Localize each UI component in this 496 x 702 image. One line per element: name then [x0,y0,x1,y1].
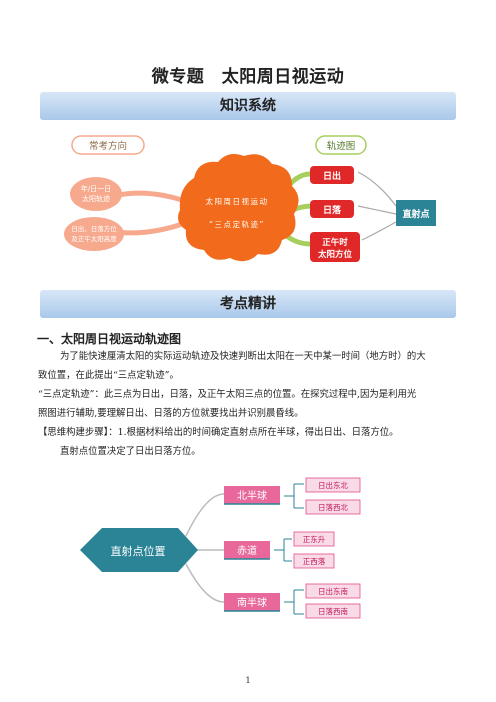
para1-line2: 致位置，在此提出“三点定轨迹”。 [38,370,179,381]
connector-left-bottom [115,219,189,236]
page-number: 1 [245,676,251,685]
subsolar-label: 直射点 [402,208,429,220]
para2-line2: 照图进行辅助,要理解日出、日落的方位就要找出并识别晨昏线。 [38,408,304,419]
para4: 直射点位置决定了日出日落方位。 [60,446,201,457]
left-header: 常考方向 [89,140,127,152]
right-item-noon-line1: 正午时 [322,237,348,248]
section-heading: 一、太阳周日视运动轨迹图 [37,332,182,346]
left-item-2-line2: 及正午太阳高度 [71,234,117,243]
center-line2: “三点定轨迹” [209,219,265,229]
right-header: 轨迹图 [327,140,356,152]
leaf-south-2-box [305,603,361,619]
section-banner-points: 考点精讲 [40,290,456,318]
branch-north-box [224,486,280,504]
connector-subsolar [357,171,397,241]
page-title: 微专题 太阳周日视运动 [151,67,345,87]
section-banner-knowledge: 知识系统 [40,92,456,120]
right-item-sunrise: 日出 [323,170,341,182]
leaf-south-1: 日出东南 [318,586,348,596]
leaf-equator-2: 正西落 [303,556,326,566]
tree-root-box [80,528,198,572]
center-bubble [178,154,299,262]
subsolar-tree-diagram: 直射点位置 北半球 赤道 南半球 日出东北 日落西北 正东升 正西落 日出东南 … [80,477,361,619]
right-item-sunset-box [310,200,354,218]
bracket-equator [274,538,292,562]
left-item-1-line1: 年/日一日 [81,184,111,193]
branch-south: 南半球 [237,596,267,609]
right-item-sunset: 日落 [323,204,342,216]
tree-curve-north [185,493,225,537]
branch-south-box [224,593,280,611]
knowledge-mindmap: 常考方向 轨迹图 年/日一日 太阳轨迹 日出、日落方位 及正午太阳高度 太阳周日… [64,135,436,262]
leaf-north-1: 日出东北 [318,480,348,490]
bracket-north [284,483,304,509]
left-header-box [71,135,145,155]
left-item-1-line2: 太阳轨迹 [82,194,110,203]
left-item-2-line1: 日出、日落方位 [71,224,117,233]
leaf-north-2-box [305,499,361,515]
right-item-sunrise-box [310,166,354,184]
bracket-south [284,589,304,615]
subsolar-box [396,200,436,226]
leaf-north-2: 日落西北 [318,502,348,512]
leaf-equator-1: 正东升 [303,534,326,544]
para2-line1: “三点定轨迹”：此三点为日出，日落，及正午太阳三点的位置。在探究过程中,因为是利… [38,389,417,400]
branch-equator-box [224,541,270,559]
tree-curve-south [185,563,225,603]
tree-root: 直射点位置 [111,544,166,558]
leaf-equator-1-box [293,531,335,547]
leaf-south-2: 日落西南 [318,606,348,616]
leaf-north-1-box [305,477,361,493]
connector-left-top [113,190,189,205]
leaf-equator-2-box [293,553,335,569]
branch-equator: 赤道 [237,544,257,557]
para3: 【思维构建步骤】：1.根据材料给出的时间确定直射点所在半球，得出日出、日落方位。 [38,427,399,438]
right-item-noon-box [310,232,360,262]
branch-north: 北半球 [237,489,267,502]
center-line1: 太阳周日视运动 [206,196,269,206]
left-item-1-bubble [70,177,122,211]
leaf-south-1-box [305,583,361,599]
left-item-2-bubble [64,217,124,251]
para1-line1: 为了能快速厘清太阳的实际运动轨迹及快速判断出太阳在一天中某一时间（地方时）的大 [60,351,426,362]
right-header-box [315,135,367,155]
right-item-noon-line2: 太阳方位 [317,249,353,260]
